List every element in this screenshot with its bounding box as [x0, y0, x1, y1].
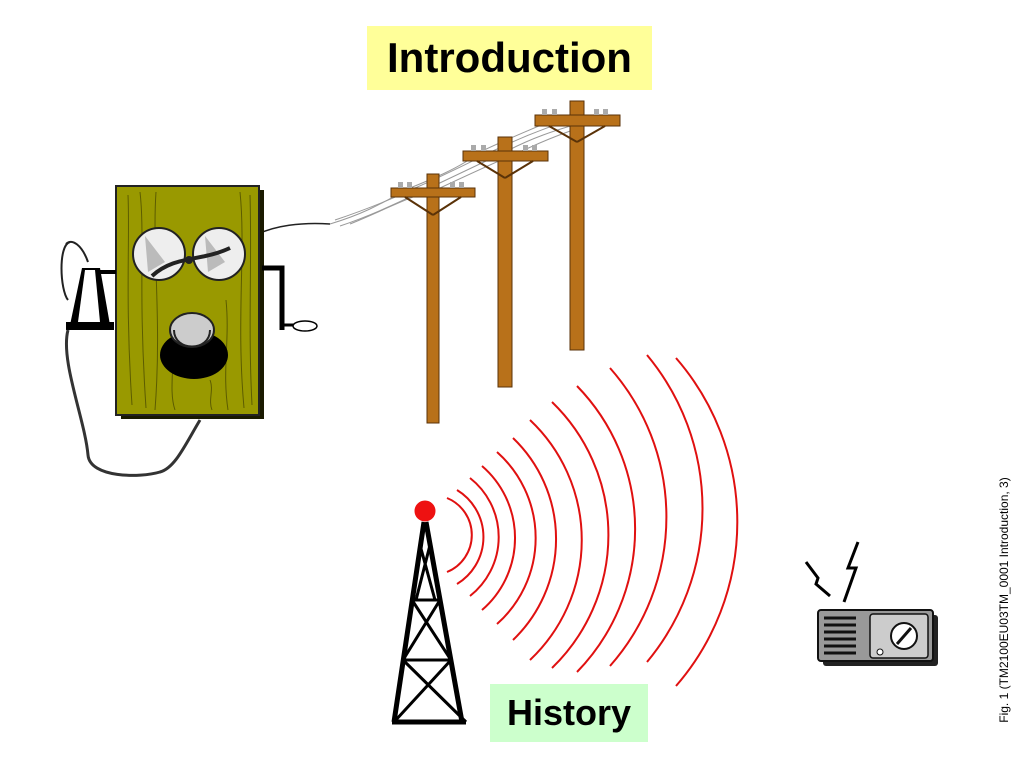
- telephone-pole-icon: [390, 100, 621, 424]
- radio-waves-icon: [446, 354, 739, 687]
- slide-title: Introduction: [387, 34, 632, 81]
- radio-receiver-icon: [804, 541, 938, 666]
- subtitle-box: History: [490, 684, 648, 742]
- radio-tower-icon: [391, 500, 468, 725]
- wall-telephone-icon: [60, 185, 331, 477]
- telephone-wires: [329, 115, 611, 227]
- title-box: Introduction: [367, 26, 652, 90]
- slide-subtitle: History: [506, 692, 632, 733]
- figure-caption: Fig. 1 (TM2100EU03TM_0001 Introduction, …: [997, 477, 1011, 723]
